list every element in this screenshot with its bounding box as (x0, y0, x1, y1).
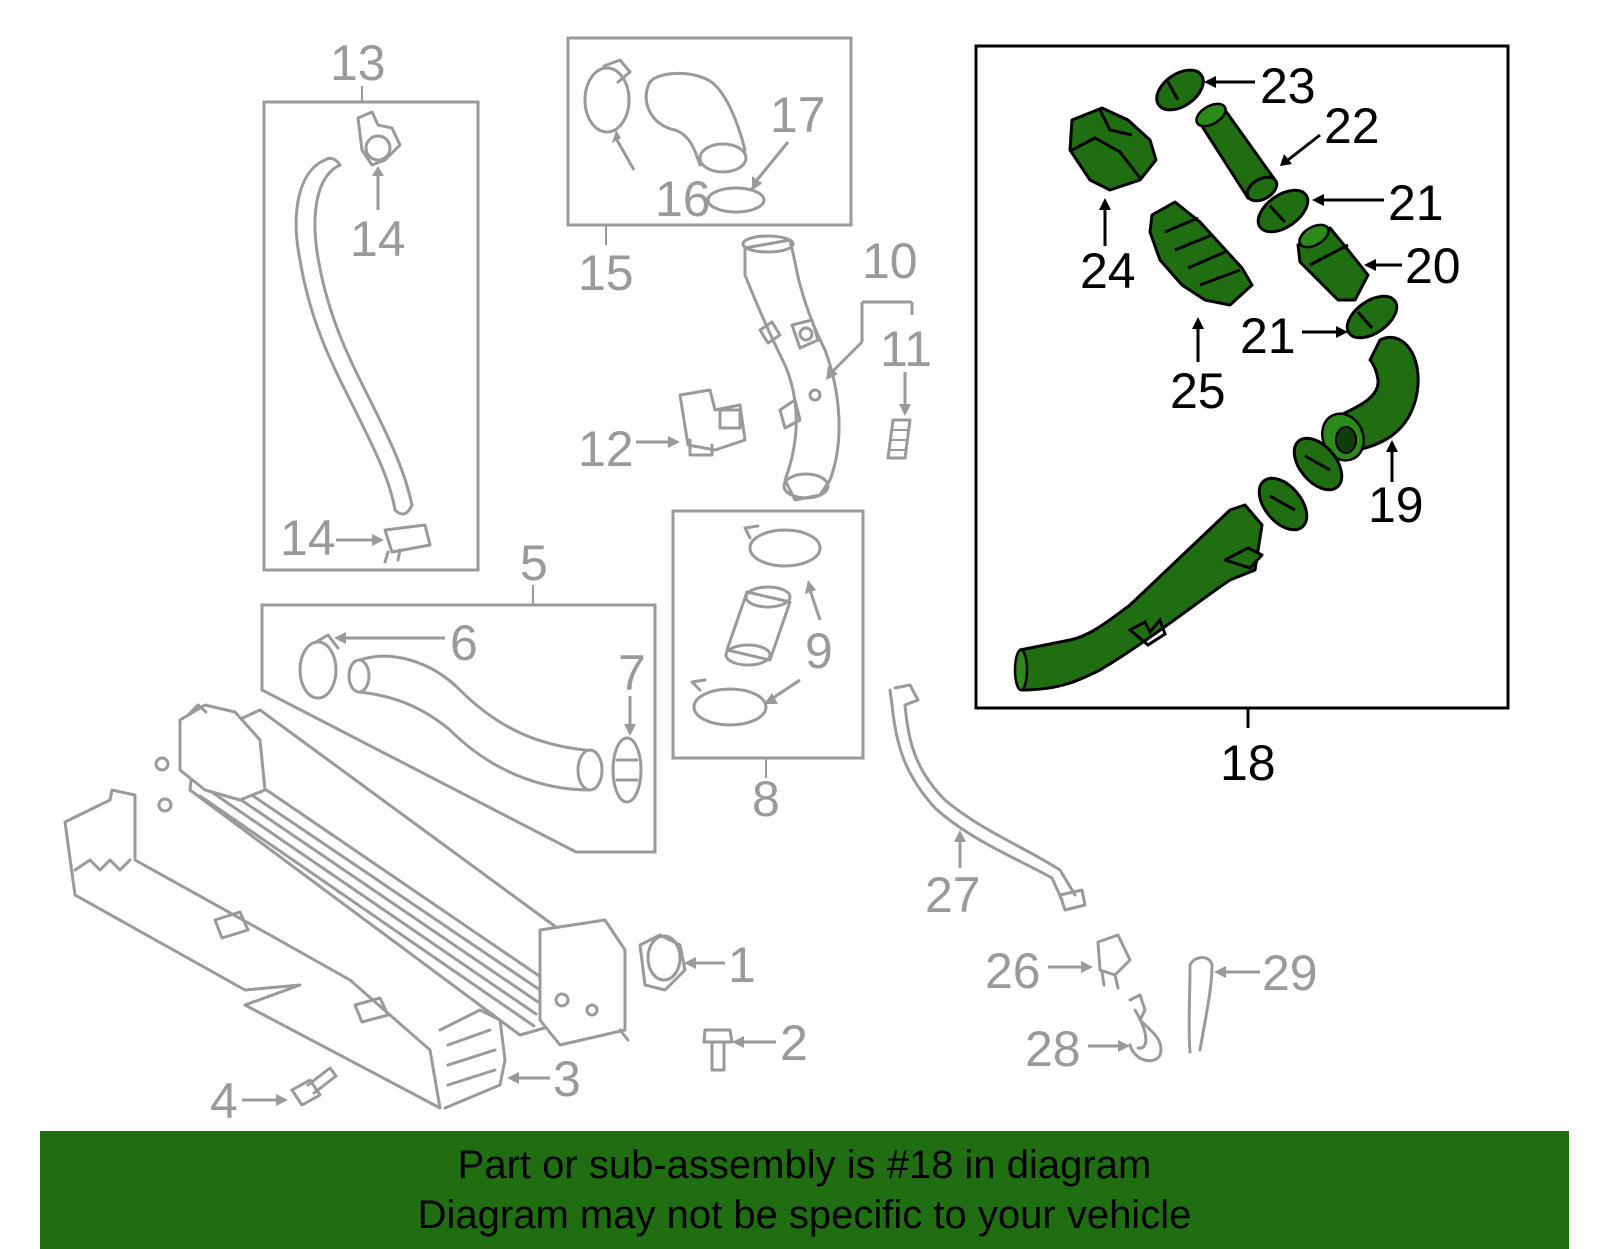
part-ring-lower (1257, 476, 1309, 532)
callout-27: 27 (925, 867, 981, 923)
callout-14b: 14 (280, 510, 336, 566)
callout-25: 25 (1170, 363, 1226, 419)
part-21-ring-top (1256, 188, 1310, 234)
callout-3: 3 (553, 1051, 581, 1107)
banner-line-1: Part or sub-assembly is #18 in diagram (457, 1143, 1152, 1187)
callout-12: 12 (578, 421, 634, 477)
callout-23: 23 (1260, 58, 1316, 114)
group-13-box (262, 86, 480, 572)
callout-4: 4 (210, 1073, 238, 1129)
callout-24: 24 (1080, 243, 1136, 299)
callout-6: 6 (450, 615, 478, 671)
part-20-coupler (1296, 223, 1370, 302)
callout-9: 9 (805, 623, 833, 679)
callout-29: 29 (1262, 945, 1318, 1001)
callout-14a: 14 (350, 211, 406, 267)
part-18-main-tube (1013, 503, 1264, 692)
intercooler-group (63, 703, 734, 1110)
callout-11: 11 (880, 321, 932, 377)
callout-2: 2 (780, 1015, 808, 1071)
callout-1: 1 (728, 937, 756, 993)
callout-10: 10 (862, 233, 918, 289)
notice-banner: Part or sub-assembly is #18 in diagram D… (40, 1131, 1569, 1249)
part-19-elbow-hose (1320, 335, 1420, 462)
callout-22: 22 (1324, 98, 1380, 154)
callout-16: 16 (655, 171, 711, 227)
callout-26: 26 (985, 943, 1041, 999)
part-ring-middle (1292, 436, 1344, 492)
part-24-resonator (1068, 106, 1158, 192)
group-15-box (566, 36, 853, 245)
callout-21a: 21 (1388, 175, 1444, 231)
callout-21b: 21 (1240, 308, 1296, 364)
part-23-ring (1155, 68, 1205, 112)
vacuum-line-group (888, 683, 1214, 1063)
callout-19: 19 (1368, 477, 1424, 533)
pipe-10-group (678, 234, 912, 502)
callout-8: 8 (752, 771, 780, 827)
group-18-box (974, 44, 1510, 728)
callout-13: 13 (330, 35, 386, 91)
part-25-bellows (1148, 200, 1254, 307)
part-21-ring-bottom (1345, 294, 1399, 340)
banner-line-2: Diagram may not be specific to your vehi… (417, 1193, 1192, 1237)
callout-5: 5 (520, 535, 548, 591)
group-8-box (671, 509, 865, 778)
callout-15: 15 (578, 245, 634, 301)
part-22-sleeve (1195, 102, 1279, 203)
callout-7: 7 (618, 645, 646, 701)
callout-28: 28 (1025, 1021, 1081, 1077)
group-5-box (260, 585, 657, 854)
callout-20: 20 (1405, 238, 1461, 294)
callout-17: 17 (770, 87, 826, 143)
callout-18: 18 (1220, 735, 1276, 791)
